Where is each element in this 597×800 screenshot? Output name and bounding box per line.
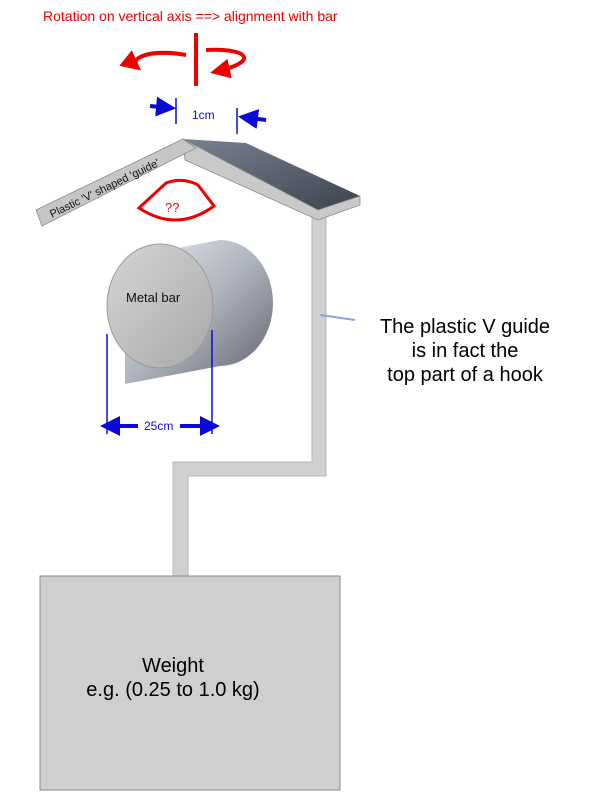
angle-marker [136, 178, 217, 222]
v-guide-dark-face [183, 139, 360, 210]
rotation-arrow-right [205, 47, 247, 79]
v-guide-front-face [35, 138, 197, 227]
gap-width-label: 1cm [192, 108, 215, 122]
metal-bar-end-cap [106, 243, 214, 369]
weight-label: Weight [142, 655, 204, 677]
callout-text-line2: is in fact the [412, 340, 519, 362]
weight-box [39, 575, 341, 791]
gap-arrow-left [149, 96, 176, 117]
callout-text-line1: The plastic V guide [380, 316, 550, 338]
angle-label: ?? [165, 200, 179, 215]
diagram-title: Rotation on vertical axis ==> alignment … [43, 8, 338, 24]
gap-arrow-right [238, 109, 267, 129]
rotation-arrow-left [119, 50, 187, 71]
callout-line [319, 314, 356, 321]
bar-width-label: 25cm [144, 419, 173, 433]
v-guide-top-face [182, 138, 361, 221]
callout-text-line3: top part of a hook [387, 364, 544, 386]
metal-bar-label: Metal bar [126, 290, 181, 305]
weight-range-label: e.g. (0.25 to 1.0 kg) [86, 679, 259, 701]
